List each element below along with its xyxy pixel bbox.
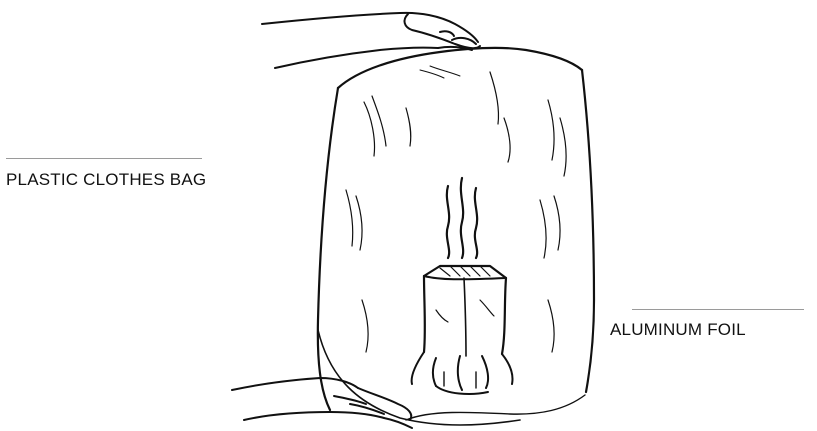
upper-hand	[262, 13, 480, 68]
aluminum-foil-label: ALUMINUM FOIL	[610, 320, 746, 340]
steam-lines	[447, 178, 477, 258]
plastic-bag	[318, 48, 594, 425]
plastic-clothes-bag-label: PLASTIC CLOTHES BAG	[6, 170, 206, 190]
foil-stove	[412, 266, 513, 394]
foil-label-leader-line	[632, 309, 804, 310]
bag-label-leader-line	[6, 158, 202, 159]
